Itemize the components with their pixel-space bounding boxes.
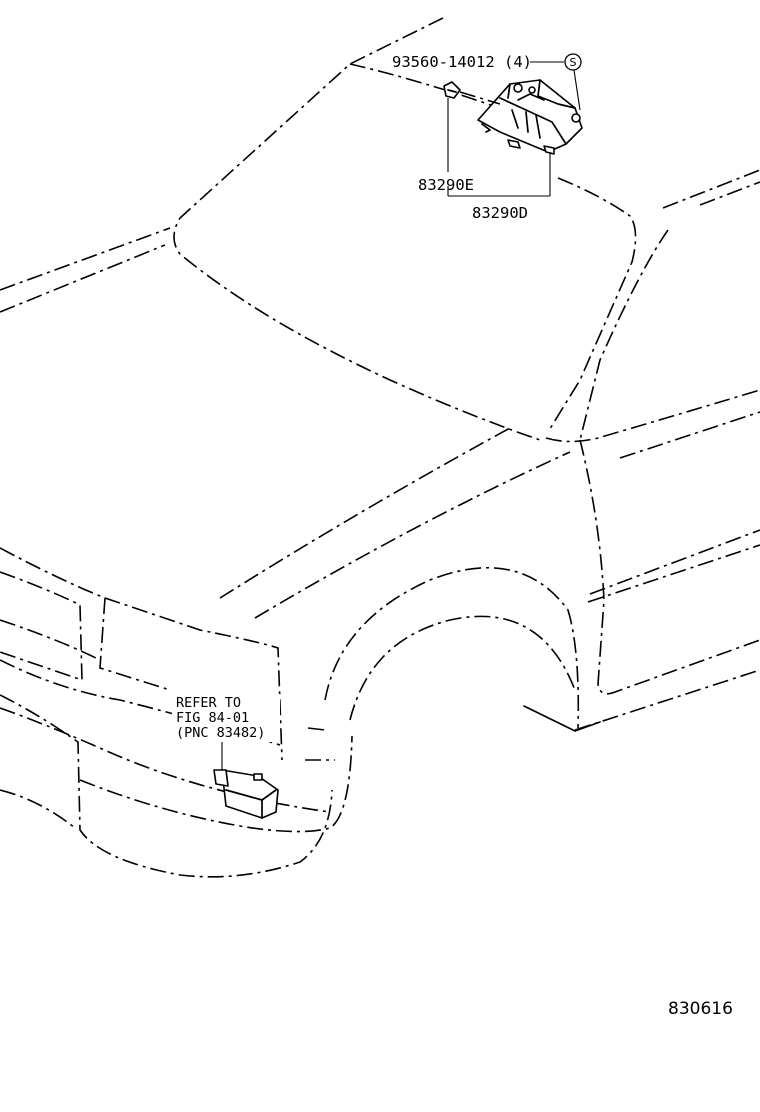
part-number-83290d: 83290D bbox=[472, 204, 528, 222]
fastener-part-number: 93560-14012 (4) bbox=[392, 53, 532, 71]
refer-note-line1: REFER TO bbox=[176, 695, 241, 711]
figure-code: 830616 bbox=[668, 999, 733, 1019]
clip-part bbox=[443, 81, 461, 99]
upper-bracket-part bbox=[459, 79, 583, 155]
s-symbol-letter: S bbox=[570, 56, 577, 69]
part-number-83290e: 83290E bbox=[418, 176, 474, 194]
s-symbol-icon: S bbox=[564, 53, 582, 71]
door-outline bbox=[574, 169, 760, 731]
lower-sensor-part bbox=[213, 752, 279, 819]
leader-lines bbox=[221, 61, 581, 752]
hood-outline bbox=[0, 227, 571, 761]
refer-note-line2: FIG 84-01 bbox=[176, 710, 249, 726]
windshield-outline bbox=[173, 17, 760, 443]
refer-note-line3: (PNC 83482) bbox=[176, 725, 265, 741]
wheel-arch bbox=[324, 567, 601, 732]
